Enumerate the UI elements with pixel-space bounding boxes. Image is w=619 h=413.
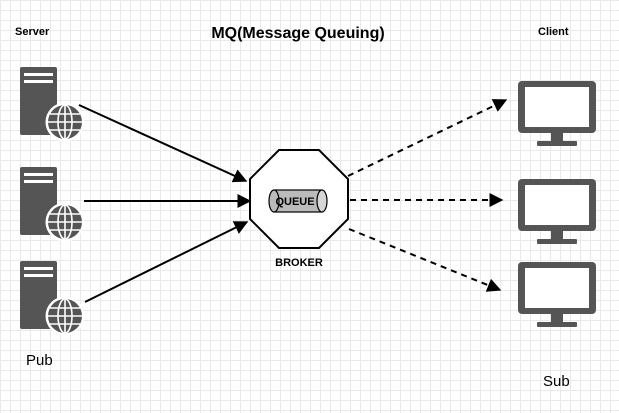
client-header: Client: [538, 26, 569, 38]
publish-arrow-3: [84, 221, 249, 303]
broker-label: BROKER: [275, 257, 323, 269]
monitor-icon-1: [518, 81, 596, 146]
publisher-label: Pub: [26, 352, 53, 369]
server-header: Server: [15, 26, 50, 38]
subscribe-arrow-1: [347, 99, 508, 177]
server-icon-3: [20, 261, 85, 336]
monitor-icon-3: [518, 262, 596, 327]
server-icon-2: [20, 167, 85, 242]
server-icon-1: [20, 67, 85, 142]
diagram-title: MQ(Message Queuing): [211, 25, 384, 42]
publish-arrow-1: [78, 104, 248, 183]
subscribe-arrow-3: [348, 228, 502, 292]
monitor-icon-2: [518, 179, 596, 244]
subscriber-label: Sub: [543, 373, 570, 390]
queue-label: QUEUE: [275, 196, 314, 208]
queue-cylinder: [268, 189, 328, 213]
